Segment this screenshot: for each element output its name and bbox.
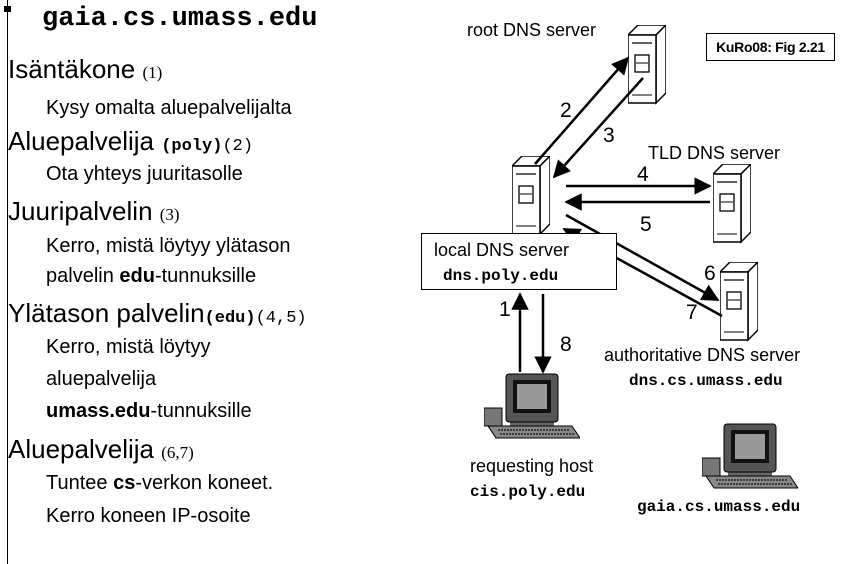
arrow-label-7: 7 [686, 301, 698, 324]
target-host-name: gaia.cs.umass.edu [637, 498, 801, 516]
step-3-text-2: palvelin edu-tunnuksille [46, 265, 257, 287]
step-4-heading: Ylätason palvelin(edu)(4,5) [8, 298, 307, 328]
arrow-2 [534, 56, 630, 165]
step-3-text: Kerro, mistä löytyy ylätason [46, 235, 291, 257]
target-host-icon [702, 423, 798, 489]
tld-server-label: TLD DNS server [648, 143, 781, 163]
step-2-text: Ota yhteys juuritasolle [46, 163, 243, 185]
arrow-label-2: 2 [560, 99, 572, 122]
step-1-text: Kysy omalta aluepalvelijalta [46, 97, 292, 119]
step-5-heading: Aluepalvelija (6,7) [8, 434, 194, 464]
arrow-label-5: 5 [640, 213, 652, 236]
step-4-text-2: aluepalvelija [46, 368, 157, 390]
arrow-label-4: 4 [637, 163, 649, 186]
root-server-label: root DNS server [467, 20, 597, 40]
root-server-icon [628, 25, 666, 104]
page-title: gaia.cs.umass.edu [42, 4, 318, 34]
tld-server-icon [713, 164, 751, 243]
auth-server-host: dns.cs.umass.edu [629, 372, 783, 390]
local-server-label: local DNS server [434, 240, 570, 260]
arrow-label-8: 8 [560, 333, 572, 356]
step-5-text: Tuntee cs-verkon koneet. [46, 472, 274, 494]
left-divider [7, 0, 8, 564]
requesting-host-name: cis.poly.edu [470, 483, 586, 501]
arrow-label-6: 6 [704, 262, 716, 285]
arrow-3 [552, 77, 644, 179]
step-3-heading: Juuripalvelin (3) [8, 196, 180, 226]
step-4-text-3: umass.edu-tunnuksille [46, 400, 252, 422]
local-server-icon [512, 156, 550, 235]
divider-marker [4, 6, 11, 12]
local-server-host: dns.poly.edu [443, 267, 559, 285]
requesting-host-label: requesting host [470, 456, 594, 476]
requesting-host-icon [484, 373, 580, 439]
arrow-label-1: 1 [499, 298, 511, 321]
arrow-6 [565, 213, 720, 302]
step-1-heading: Isäntäkone (1) [8, 54, 163, 84]
step-5-text-2: Kerro koneen IP-osoite [46, 505, 251, 527]
auth-server-label: authoritative DNS server [604, 345, 801, 365]
auth-server-icon [720, 262, 758, 341]
step-2-heading: Aluepalvelija (poly)(2) [8, 126, 254, 156]
arrow-label-3: 3 [603, 124, 615, 147]
step-4-text: Kerro, mistä löytyy [46, 336, 211, 358]
figure-reference-badge: KuRo08: Fig 2.21 [706, 33, 835, 61]
local-dns-server-box: local DNS server dns.poly.edu [421, 233, 617, 290]
